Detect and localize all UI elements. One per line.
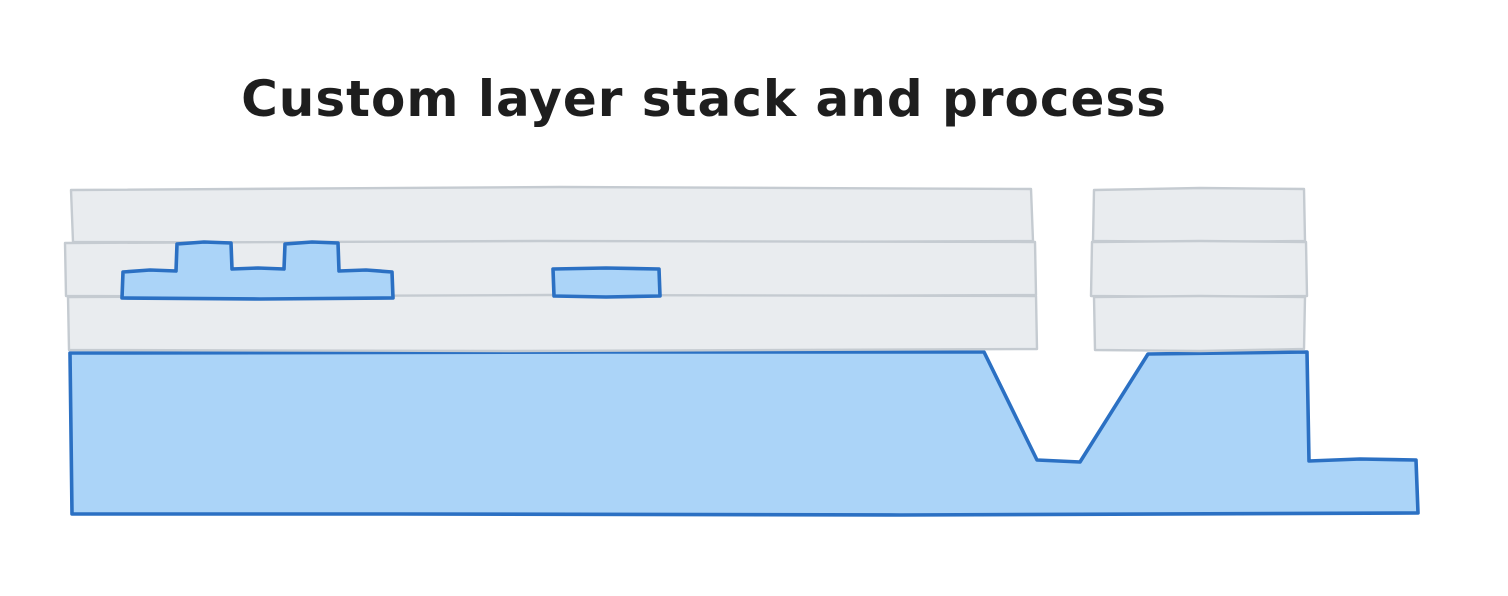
left-stack-layer-top bbox=[69, 185, 1035, 245]
left-stack-layer-bottom bbox=[66, 293, 1039, 353]
substrate-group bbox=[68, 350, 1420, 517]
right-stack-layer-top bbox=[1091, 186, 1307, 244]
diagram-title: Custom layer stack and process bbox=[241, 70, 1167, 128]
substrate-shape bbox=[68, 350, 1420, 517]
right-layer-stack bbox=[1089, 186, 1309, 353]
patterned-bar-feature bbox=[551, 266, 662, 299]
right-stack-layer-bottom bbox=[1092, 294, 1307, 353]
patterned-features bbox=[120, 240, 662, 301]
right-stack-layer-middle bbox=[1089, 239, 1309, 299]
patterned-comb-feature bbox=[120, 240, 395, 301]
